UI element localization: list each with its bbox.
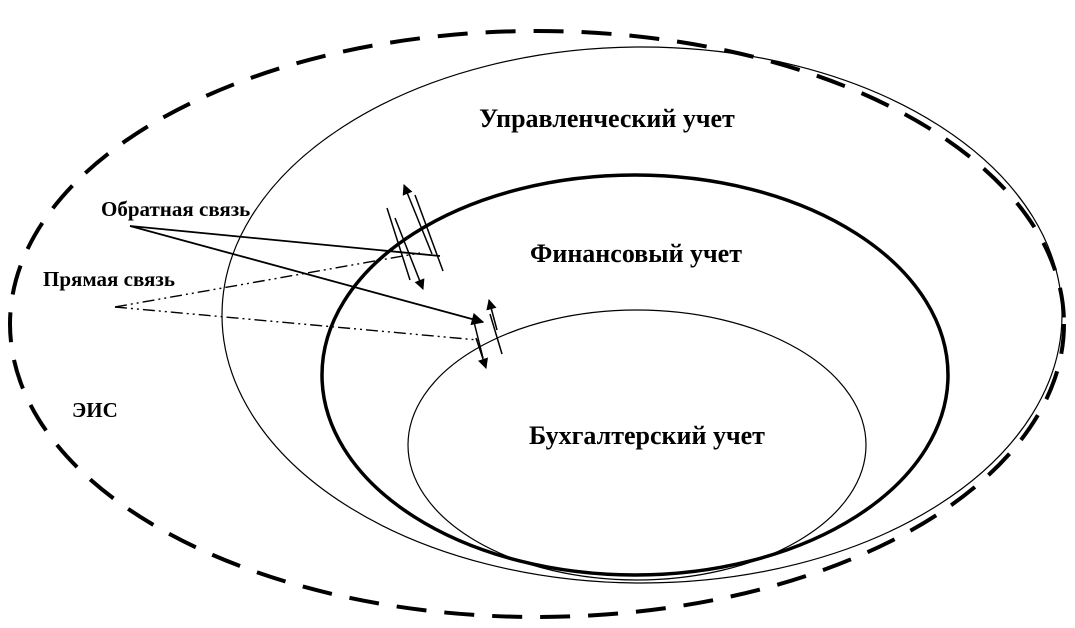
- bookkeeping-exchange-arrow-down: [475, 337, 488, 369]
- bookkeeping-exchange-arrow-up: [486, 298, 498, 331]
- direct-link-label: Прямая связь: [43, 267, 175, 291]
- bookkeeping-exchange-tick-right: [489, 313, 503, 355]
- direct-line-to-financial: [114, 306, 479, 341]
- financial-accounting-label: Финансовый учет: [530, 239, 742, 268]
- bookkeeping-exchange-tick-left: [472, 317, 484, 359]
- management-accounting-ellipse: [221, 46, 1063, 584]
- eis-label: ЭИС: [72, 398, 118, 422]
- management-exchange-arrow-down: [394, 217, 425, 290]
- feedback-line-to-management: [129, 225, 441, 257]
- management-exchange-arrow-up: [402, 184, 433, 255]
- bookkeeping-ellipse: [407, 309, 867, 581]
- management-accounting-label: Управленческий учет: [479, 104, 735, 133]
- financial-accounting-ellipse: [320, 173, 950, 577]
- management-exchange-tick-left: [386, 207, 411, 281]
- bookkeeping-label: Бухгалтерский учет: [529, 421, 765, 450]
- feedback-line-to-financial: [129, 225, 485, 326]
- management-exchange-tick-right: [414, 194, 444, 272]
- direct-line-to-management: [114, 252, 421, 308]
- feedback-label: Обратная связь: [101, 197, 250, 221]
- eis-boundary: [8, 29, 1066, 619]
